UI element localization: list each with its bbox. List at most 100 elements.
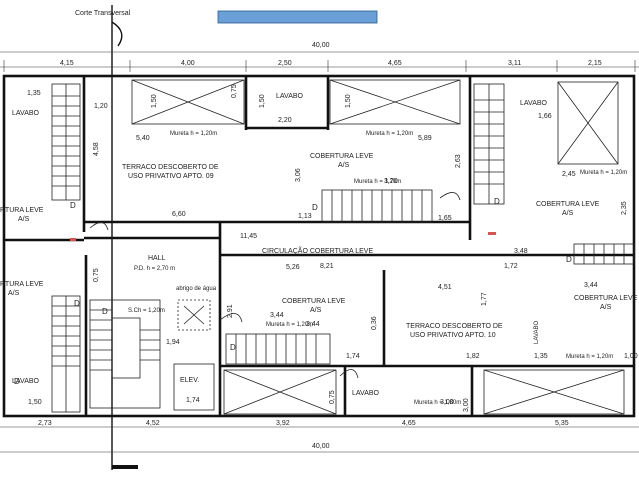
cob-leve-3b: A/S [310, 307, 322, 314]
svg-text:2,45: 2,45 [562, 171, 576, 178]
stair-top-left [51, 83, 81, 201]
dim-bottom-seg-4: 4,65 [402, 420, 416, 427]
svg-text:1,66: 1,66 [538, 113, 552, 120]
door-arc-2 [339, 369, 359, 379]
mureta-6: Mureta h = 1,20m [566, 354, 613, 360]
svg-text:0,75: 0,75 [93, 268, 100, 282]
lavabo-label-3: LAVABO [520, 100, 548, 107]
lavabo-label-5: LAVABO [352, 390, 380, 397]
cob-leve-4b: A/S [600, 304, 612, 311]
dim-top-seg-5: 3,11 [508, 60, 521, 67]
mureta-1: Mureta h = 1,20m [170, 131, 217, 137]
svg-text:D: D [230, 343, 236, 352]
svg-text:3,44: 3,44 [306, 321, 320, 328]
stair-bottom-center [225, 333, 331, 365]
hall-label: HALL [148, 255, 166, 262]
svg-text:1,13: 1,13 [298, 213, 312, 220]
svg-text:0,75: 0,75 [329, 390, 336, 404]
water-shelter-icon [177, 299, 211, 331]
door-marker-2 [70, 238, 76, 241]
elevator-dim: 1,74 [186, 397, 200, 404]
cob-leve-1b: A/S [338, 162, 350, 169]
dim-top-seg-2: 4,00 [181, 60, 195, 67]
door-arc-3 [219, 313, 243, 323]
lavabo-label-4: LAVABO [12, 378, 40, 385]
dim-bottom-seg-3: 3,92 [276, 420, 290, 427]
svg-text:1,50: 1,50 [28, 399, 42, 406]
svg-text:0,36: 0,36 [371, 316, 378, 330]
svg-text:5,89: 5,89 [418, 135, 432, 142]
hall-pd: P.D. h = 2,70 m [134, 266, 175, 272]
cob-leve-4: COBERTURA LEVE [574, 295, 638, 302]
lavabo-label-1: LAVABO [12, 110, 40, 117]
svg-text:D: D [70, 201, 76, 210]
hall-dim: 1,94 [166, 339, 180, 346]
svg-text:1,74: 1,74 [346, 353, 360, 360]
mureta-4: Mureta h = 1,20m [580, 170, 627, 176]
shaft-bottom-2 [483, 369, 625, 415]
mureta-7: Mureta h = 1,80m [414, 400, 461, 406]
svg-text:1,77: 1,77 [481, 292, 488, 306]
shaft-top-1 [131, 79, 245, 125]
section-arrow [111, 21, 123, 47]
section-marker [112, 465, 138, 469]
stair-bottom-right [573, 243, 635, 265]
svg-text:1,50: 1,50 [259, 94, 266, 108]
svg-text:D: D [102, 307, 108, 316]
svg-text:1,00: 1,00 [624, 353, 638, 360]
dim-bottom-seg-1: 2,73 [38, 420, 52, 427]
mureta-2: Mureta h = 1,20m [366, 131, 413, 137]
svg-text:D: D [74, 299, 80, 308]
svg-text:8,21: 8,21 [320, 263, 334, 270]
terrace-10-line-2: USO PRIVATIVO APTO. 10 [410, 332, 496, 339]
dim-top-seg-4: 4,65 [388, 60, 402, 67]
mureta-3: Mureta h = 1,20m [354, 179, 401, 185]
cob-leve-left-2-as: A/S [8, 290, 20, 297]
dim-top-seg-6: 2,15 [588, 60, 602, 67]
dim-top-seg-1: 4,15 [60, 60, 74, 67]
svg-text:1,50: 1,50 [151, 94, 158, 108]
svg-text:2,35: 2,35 [621, 201, 628, 215]
svg-text:D: D [312, 203, 318, 212]
water-shelter-label: abrigo de água [176, 286, 217, 292]
svg-text:3,44: 3,44 [584, 282, 598, 289]
dim-bottom-seg-5: 5,35 [555, 420, 569, 427]
svg-text:2,91: 2,91 [227, 304, 234, 318]
svg-text:11,45: 11,45 [240, 233, 257, 240]
door-marker-1 [488, 232, 496, 235]
svg-text:3,00: 3,00 [463, 398, 470, 412]
lavabo-label-6: LAVABO [534, 321, 540, 344]
title-bar [217, 10, 378, 24]
svg-text:1,20: 1,20 [94, 103, 108, 110]
svg-text:D: D [494, 197, 500, 206]
svg-text:1,82: 1,82 [466, 353, 480, 360]
door-arc-4 [89, 222, 109, 231]
sch-label: S.Ch = 1,20m [128, 308, 165, 314]
cob-leve-left: RTURA LEVE [0, 207, 44, 214]
shaft-bottom-1 [223, 369, 337, 415]
terrace-09-line-1: TERRACO DESCOBERTO DE [122, 164, 219, 171]
svg-text:D: D [566, 255, 572, 264]
dim-bottom-total: 40,00 [312, 443, 330, 450]
svg-text:2,63: 2,63 [455, 154, 462, 168]
stair-top-right [473, 83, 505, 205]
svg-text:2,20: 2,20 [278, 117, 292, 124]
svg-text:4,58: 4,58 [93, 142, 100, 156]
stair-hall [89, 299, 161, 409]
door-tags: D D D D D D D D [14, 197, 572, 386]
cob-leve-3: COBERTURA LEVE [282, 298, 346, 305]
inner-dimensions: 1,35 1,20 0,75 1,50 1,50 1,50 2,20 5,40 … [27, 84, 638, 412]
svg-text:5,26: 5,26 [286, 264, 300, 271]
svg-text:3,06: 3,06 [295, 168, 302, 182]
svg-text:6,60: 6,60 [172, 211, 186, 218]
svg-text:3,70: 3,70 [384, 178, 398, 185]
svg-text:3,44: 3,44 [270, 312, 284, 319]
cob-leve-2b: A/S [562, 210, 574, 217]
cob-leve-left-2: RTURA LEVE [0, 281, 44, 288]
door-arc-1 [439, 192, 461, 201]
dim-top-seg-3: 2,50 [278, 60, 292, 67]
section-label: Corte Transversal [75, 10, 131, 17]
svg-text:1,50: 1,50 [345, 94, 352, 108]
cob-leve-2: COBERTURA LEVE [536, 201, 600, 208]
